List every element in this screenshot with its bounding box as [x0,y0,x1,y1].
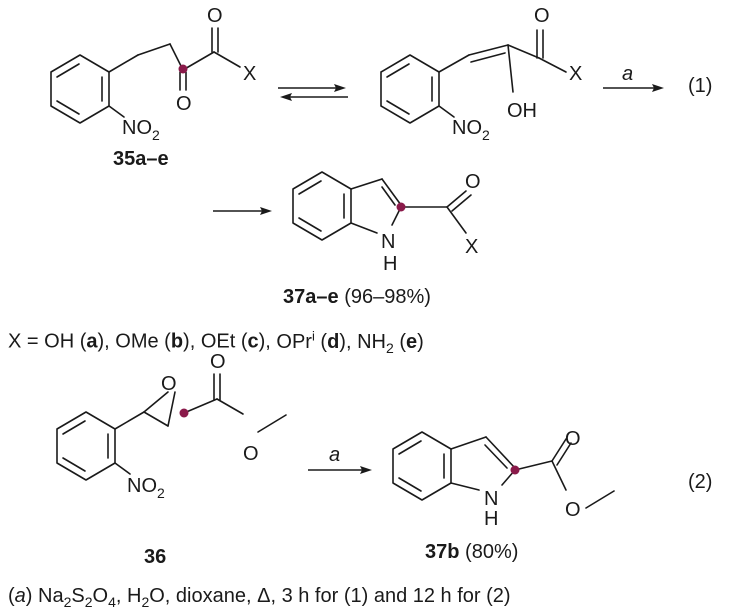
carbonyl-oxygen-37ae: O [465,171,481,193]
carbonyl-oxygen-enol: O [534,5,550,27]
compound-label-37b: 37b (80%) [425,541,518,563]
conditions-subscript: 2 [63,594,72,610]
substituent-code: a [86,330,98,353]
reagent-label-2: a [329,444,340,466]
indole-nitrogen-37ae: N [381,231,395,253]
enol-tautomer: O X OH NO2 [380,5,582,143]
conditions-open-paren: ( [8,585,15,607]
equation-number-2: (2) [688,471,712,493]
conditions-letter: a [14,585,26,607]
indole-hydrogen-37b: H [484,508,498,530]
ester-oxygen-37b: O [565,499,581,521]
reaction-arrow-2: a [308,444,372,474]
substituent-item: OPri (d), [276,328,358,353]
label-position-dot-36 [179,408,189,418]
conditions-part: S [71,585,85,607]
x-group-enol: X [569,63,582,85]
ester-36 [114,373,287,475]
indole-nitrogen-37b: N [484,488,498,510]
ester-37b [514,438,615,509]
substituent-code: c [247,330,259,353]
benzene-ring-enol [380,54,440,124]
substituent-item: OH (a), [44,330,116,353]
epoxide-oxygen-36: O [161,373,177,395]
substituent-group: NH [357,330,386,353]
substituent-group: OEt [200,330,236,353]
x-group-35: X [243,63,256,85]
substituent-code: e [405,330,418,353]
conditions-part: O, dioxane, Δ, 3 h for (1) and 12 h for … [149,585,511,607]
conditions-subscript: 2 [141,594,150,610]
compound-36: O O O NO2 36 [56,351,287,568]
indole-hydrogen-37ae: H [383,253,397,275]
conditions-close-paren: ) [25,585,39,607]
nitro-group-35: NO2 [122,117,160,143]
substituent-group: OH [44,330,75,353]
reaction-arrow-1b [213,207,272,215]
conditions-subscript: 2 [84,594,93,610]
reaction-arrow-1: a [603,63,664,92]
benzene-ring-36 [56,411,116,481]
conditions-text: Na2S2O4, H2O, dioxane, Δ, 3 h for (1) an… [38,585,511,610]
substituent-group: OPr [276,330,312,353]
reagent-label-1: a [622,63,633,85]
compound-label-35: 35a–e [113,148,169,170]
substituent-subscript: 2 [385,339,394,356]
substituent-item: NH2 (e) [357,330,424,356]
conditions-subscript: 4 [108,594,116,610]
compound-label-36: 36 [144,546,166,568]
substituent-item: OEt (c), [200,330,277,353]
substituent-code: b [170,330,184,353]
carbonyl-oxygen-37b: O [565,428,581,450]
nitro-group-36: NO2 [127,475,165,501]
side-chain-35 [108,27,241,118]
equation-number-1: (1) [688,75,712,97]
ketone-oxygen-35: O [176,93,192,115]
substituent-code: d [327,330,340,353]
substituent-superscript: i [311,328,315,343]
conditions-part: , H [115,585,142,607]
substituent-item: OMe (b), [115,330,201,353]
epoxide-36 [114,391,176,430]
indole-37b: O O N H 37b (80%) [392,428,615,563]
hydroxy-group-enol: OH [507,100,537,122]
side-chain-enol [438,29,567,118]
compound-label-37ae: 37a–e (96–98%) [283,286,431,308]
equilibrium-arrows [278,84,348,101]
pyrrole-ring-37b [450,436,516,491]
substituent-list: OH (a), OMe (b), OEt (c), OPri (d), NH2 … [44,328,424,356]
label-position-dot-37b [510,465,520,475]
substituent-group: OMe [115,330,159,353]
indole-37ae: O X N H 37a–e (96–98%) [283,171,481,308]
conditions-part: Na [38,585,64,607]
compound-35: O O X NO2 35a–e [50,5,256,170]
benzene-ring-37b [392,431,452,501]
carbonyl-oxygen-36: O [210,351,226,373]
ester-oxygen-36: O [243,443,259,465]
benzene-ring-35 [50,54,110,124]
carbonyl-37ae [400,190,472,234]
nitro-group-enol: NO2 [452,117,490,143]
benzene-ring-37ae [292,171,352,241]
substituent-prefix: X = [8,330,45,353]
reaction-conditions: (a) Na2S2O4, H2O, dioxane, Δ, 3 h for (1… [8,585,511,610]
x-group-37ae: X [465,236,478,258]
conditions-part: O [92,585,109,607]
label-position-dot-37ae [396,202,406,212]
carbonyl-oxygen-35: O [207,5,223,27]
pyrrole-ring-37ae [350,178,402,234]
substituent-definitions: X = OH (a), OMe (b), OEt (c), OPri (d), … [8,328,424,356]
label-position-dot-35 [178,64,188,74]
